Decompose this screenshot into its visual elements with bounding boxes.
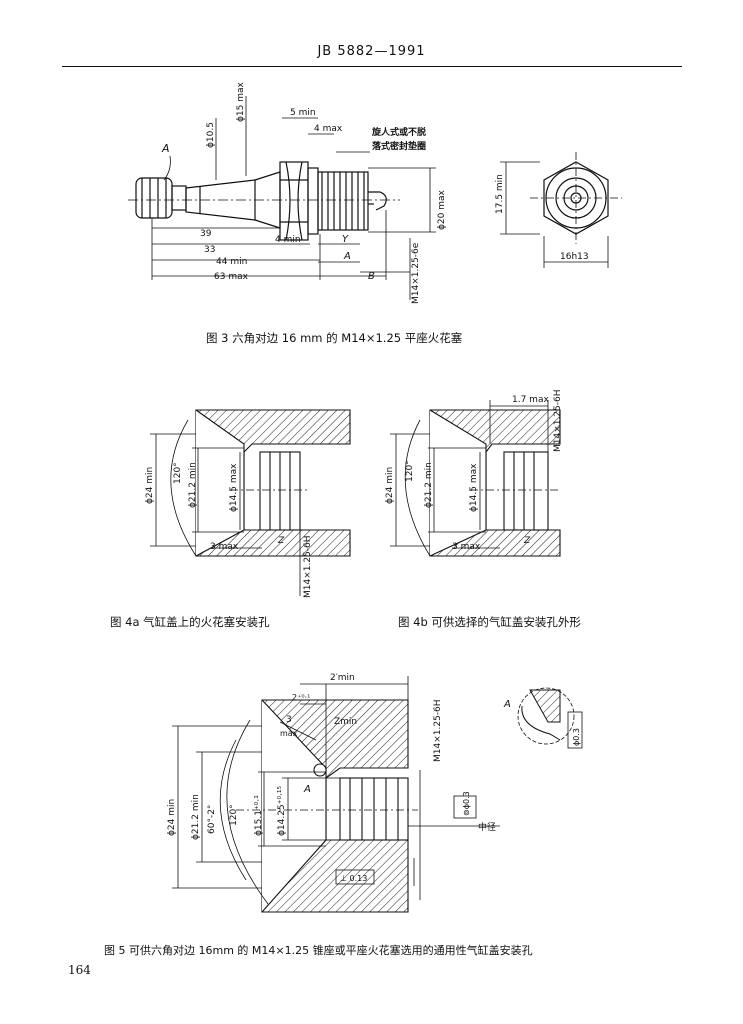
- fig4a-thread-spec: M14×1.25-6H: [303, 535, 313, 598]
- fig5-dim-3: 3: [286, 715, 292, 725]
- figure3-caption: 图 3 六角对边 16 mm 的 M14×1.25 平座火花塞: [206, 331, 463, 345]
- fig5-tolerance-frame-1: [453, 795, 477, 819]
- fig3-dim-63max: 63 max: [214, 272, 249, 282]
- fig5-dim-d15: ϕ15.1⁺⁰·¹: [254, 795, 264, 836]
- fig3-dim-5min: 5 min: [290, 108, 316, 118]
- fig3-dim-d10-5: ϕ10.5: [206, 122, 216, 148]
- fig3-label-Y: Y: [342, 234, 349, 245]
- fig5-tolerance-1: ⊚ϕ0.3: [462, 791, 471, 816]
- fig3-dim-d15max: ϕ15 max: [236, 81, 246, 122]
- page-header: JB 5882—1991: [317, 44, 426, 59]
- fig4b-dim-d21-2: ϕ21.2 min: [424, 462, 434, 508]
- fig3-thread-spec: M14×1.25-6e: [411, 242, 421, 304]
- fig4b-dim-d24: ϕ24 min: [385, 467, 395, 504]
- fig5-dim-60deg: 60°-2°: [207, 805, 217, 834]
- fig5-label-pitch-diameter: 中径: [478, 821, 496, 833]
- figure4b-mounting-hole: [390, 400, 561, 557]
- fig3-detail-marker: A: [161, 142, 170, 155]
- fig4b-thread-spec: M14×1.25-6H: [553, 389, 563, 452]
- fig4b-label-Z: Z: [523, 536, 531, 546]
- fig5-tolerance-3: ϕ0.3: [572, 728, 581, 746]
- fig5-tolerance-frame-2: [335, 869, 375, 885]
- fig5-detail-marker: A: [503, 699, 511, 710]
- fig5-thread-spec: M14×1.25-6H: [433, 699, 443, 762]
- fig3-end-view: [500, 152, 622, 268]
- fig5-label-A: A: [303, 784, 311, 795]
- fig5-dim-2tol: 2⁺⁰·¹: [292, 693, 310, 702]
- figure4a-caption: 图 4a 气缸盖上的火花塞安装孔: [110, 615, 270, 629]
- fig3-dim-33: 33: [204, 245, 215, 255]
- figure5-universal-hole: [172, 676, 500, 913]
- fig4a-dim-3max: 3 max: [210, 542, 239, 552]
- fig4a-dim-d24: ϕ24 min: [145, 467, 155, 504]
- figure4b-caption: 图 4b 可供选择的气缸盖安装孔外形: [398, 615, 581, 629]
- fig3-dim-39: 39: [200, 229, 212, 239]
- fig4b-dim-d14-5: ϕ14.5 max: [469, 463, 479, 512]
- fig4b-dim-angle: 120°: [405, 460, 415, 482]
- fig3-note-line2: 落式密封垫圈: [372, 140, 426, 152]
- fig4a-dim-d14-5: ϕ14.5 max: [229, 463, 239, 512]
- fig3-dim-44min: 44 min: [216, 257, 247, 267]
- page-number: 164: [68, 963, 91, 977]
- figure4a-mounting-hole: [150, 409, 351, 596]
- figure5-caption: 图 5 可供六角对边 16mm 的 M14×1.25 锥座或平座火花塞选用的通用…: [104, 944, 533, 957]
- fig5-dim-max: max: [280, 729, 298, 738]
- fig4b-dim-3max: 3 max: [452, 542, 481, 552]
- fig3-label-A: A: [343, 251, 351, 262]
- fig3-dim-17-5: 17.5 min: [495, 174, 505, 214]
- fig4a-label-Z: Z: [277, 536, 285, 546]
- figure3-spark-plug: [128, 96, 436, 300]
- fig5-tolerance-2: ⊥ 0.13: [340, 874, 367, 883]
- fig4a-dim-d21-2: ϕ21.2 min: [188, 462, 198, 508]
- fig5-dim-zmin: Zmin: [334, 717, 357, 727]
- fig5-detail-A: [517, 687, 583, 749]
- fig5-dim-d24: ϕ24 min: [167, 799, 177, 836]
- fig5-dim-d14-25: ϕ14.25⁺⁰·¹⁵: [277, 785, 287, 836]
- fig3-dim-d20max: ϕ20 max: [437, 189, 447, 230]
- fig4a-dim-angle: 120°: [173, 462, 183, 484]
- fig3-dim-4min: 4 min: [275, 235, 301, 245]
- header-rule: [62, 66, 682, 67]
- fig5-dim-2min: 2′min: [330, 673, 355, 683]
- fig3-note-line1: 旋人式或不脱: [371, 126, 426, 138]
- fig3-dim-hex: 16h13: [560, 252, 589, 262]
- fig5-dim-d21-2: ϕ21.2 min: [191, 794, 201, 840]
- fig3-dim-4max: 4 max: [314, 124, 343, 134]
- fig4b-dim-1-7: 1.7 max: [512, 395, 549, 405]
- fig3-label-B: B: [368, 271, 375, 282]
- fig5-dim-120deg: 120°: [229, 804, 239, 826]
